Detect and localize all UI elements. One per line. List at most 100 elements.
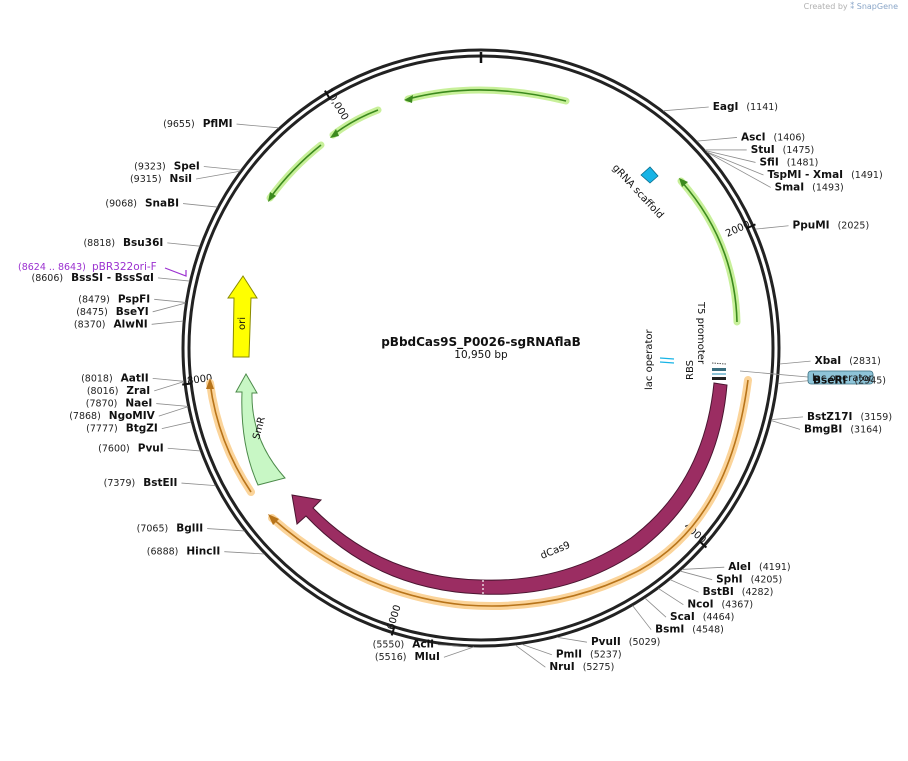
site-name: AatII: [121, 372, 149, 384]
site-leader: [161, 421, 192, 429]
site-name: EagI: [713, 101, 739, 113]
site-position: (1493): [812, 182, 844, 193]
site-leader: [770, 420, 801, 430]
site-name: PvuI: [138, 442, 164, 454]
site-position: (8606): [32, 273, 64, 284]
site-position: (2945): [854, 376, 886, 387]
site-position: (8370): [74, 319, 106, 330]
site-name: ZraI: [126, 385, 150, 397]
ruler-tick: [182, 382, 193, 386]
site-leader: [196, 170, 240, 180]
site-position: (4282): [742, 587, 774, 598]
lac-operator-leader: [739, 370, 809, 378]
snapgene-logo-icon: ⁑: [850, 2, 855, 11]
site-name: BseYI: [116, 306, 149, 318]
site-position: (1141): [746, 102, 778, 113]
ori-label: ori: [237, 317, 248, 330]
site-name: BglII: [176, 523, 203, 535]
ruler-tick: [324, 90, 331, 100]
site-leader: [154, 298, 186, 303]
site-leader: [706, 151, 771, 188]
site-position: (7065): [137, 524, 169, 535]
credit-text: Created by: [803, 2, 848, 11]
green-arcs: [266, 86, 741, 326]
site-name: AclI: [412, 639, 434, 651]
site-leader: [705, 150, 756, 163]
site-position: (9323): [134, 162, 166, 173]
orange-arcs: [206, 376, 752, 610]
site-leader: [644, 597, 667, 618]
site-name: XbaI: [815, 355, 842, 367]
ruler-tick-label: 6000: [386, 604, 404, 632]
snapgene-credit: Created by ⁑ SnapGene: [804, 2, 898, 11]
site-name: BtgZI: [126, 423, 158, 435]
site-name: SfiI: [760, 156, 779, 168]
site-name: PmlI: [556, 649, 582, 661]
site-leader: [183, 203, 218, 208]
site-name: BsmI: [655, 624, 684, 636]
site-name: NaeI: [125, 398, 152, 410]
site-leader: [151, 320, 184, 325]
site-position: (1491): [851, 170, 883, 181]
site-position: (1475): [783, 145, 815, 156]
site-position: (1481): [787, 157, 819, 168]
site-position: (4205): [751, 575, 783, 586]
ruler-tick: [745, 223, 756, 230]
site-position: (2025): [838, 221, 870, 232]
site-position: (2831): [849, 356, 881, 367]
site-name: PflMI: [203, 118, 233, 130]
site-leader: [669, 579, 699, 593]
site-name: BseRI: [813, 375, 846, 387]
site-name: Bsu36I: [123, 237, 163, 249]
credit-brand: SnapGene: [856, 2, 898, 11]
site-position: (9068): [105, 199, 137, 210]
rbs-label: RBS: [685, 360, 696, 380]
site-position: (1406): [773, 132, 805, 143]
site-leader: [203, 166, 241, 171]
site-leader: [167, 242, 200, 247]
site-position: (8479): [78, 294, 110, 305]
ori-feature: [227, 275, 258, 358]
site-position: (7868): [69, 411, 101, 422]
site-name: NcoI: [687, 599, 713, 611]
site-leader: [152, 302, 186, 313]
site-name: AleI: [728, 561, 751, 573]
site-name: SphI: [716, 574, 742, 586]
grna-scaffold-label: gRNA scaffold: [610, 163, 666, 222]
site-name: PvuII: [591, 636, 621, 648]
site-leader: [152, 378, 184, 382]
site-name: ScaI: [670, 611, 695, 623]
site-leader: [663, 106, 709, 112]
site-position: (8818): [83, 238, 115, 249]
grna-scaffold-feature: [640, 166, 659, 184]
primer-arrow: [164, 267, 187, 277]
lac-operator-box-label: lac operator: [812, 373, 873, 384]
dcas9-feature: [291, 382, 728, 595]
site-position: (4191): [759, 562, 791, 573]
site-name: StuI: [751, 144, 775, 156]
lac-operator-box: [807, 370, 874, 385]
site-leader: [154, 381, 185, 392]
site-name: BstEII: [143, 477, 177, 489]
site-leader: [696, 137, 738, 142]
site-position: (4464): [703, 612, 735, 623]
site-position: (8475): [76, 307, 108, 318]
backbone-outer: [181, 48, 781, 648]
promoter-cluster: [659, 357, 727, 380]
site-leader: [771, 416, 804, 421]
primer-name: pBR322ori-F: [92, 261, 157, 273]
site-name: AlwNI: [114, 318, 148, 330]
site-position: (9655): [163, 119, 195, 130]
site-leader: [167, 447, 201, 452]
site-leader: [224, 551, 265, 555]
site-position: (3164): [850, 424, 882, 435]
site-name: MluI: [415, 651, 440, 663]
site-leader: [658, 588, 684, 606]
site-leader: [181, 482, 216, 487]
site-name: AscI: [741, 131, 766, 143]
site-position: (5237): [590, 650, 622, 661]
site-leader: [556, 636, 588, 643]
dcas9-label: dCas9: [539, 540, 572, 562]
site-position: (5516): [375, 652, 407, 663]
site-leader: [438, 644, 469, 648]
